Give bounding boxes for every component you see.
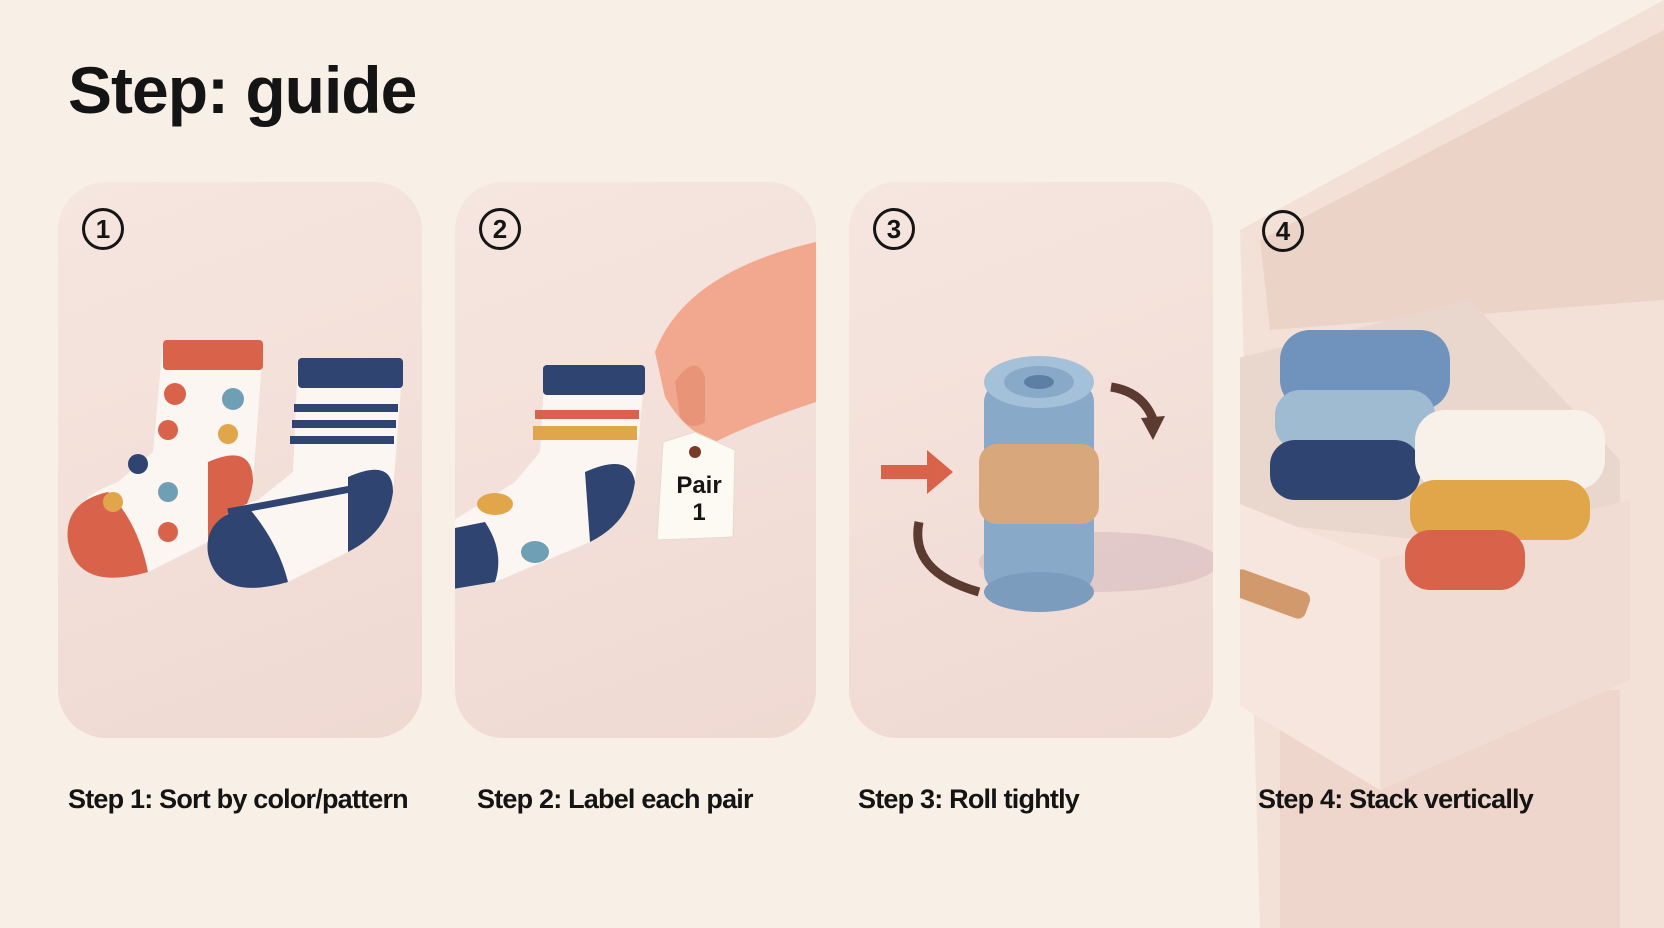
step-card-3: 3 xyxy=(849,182,1213,738)
pair-tag-number: 1 xyxy=(692,499,706,526)
rolled-sock-illustration xyxy=(881,356,1213,612)
pair-tag-text: Pair xyxy=(676,472,722,499)
step-number-1: 1 xyxy=(82,208,124,250)
step-caption-2: Step 2: Label each pair xyxy=(477,784,754,814)
step-number-3: 3 xyxy=(873,208,915,250)
step-caption-1: Step 1: Sort by color/pattern xyxy=(68,784,409,814)
step-caption-4: Step 4: Stack vertically xyxy=(1258,784,1534,814)
sorted-socks-illustration xyxy=(67,340,403,588)
step-number-4: 4 xyxy=(1262,210,1304,252)
label-sock-illustration xyxy=(455,242,816,589)
drawer-illustration: 4 xyxy=(1240,0,1664,928)
step-card-2: 2 Pair 1 xyxy=(455,182,816,738)
page-title: Step: guide xyxy=(68,53,417,127)
step-caption-3: Step 3: Roll tightly xyxy=(858,784,1080,814)
step-number-2: 2 xyxy=(479,208,521,250)
step-card-1: 1 xyxy=(58,182,422,738)
